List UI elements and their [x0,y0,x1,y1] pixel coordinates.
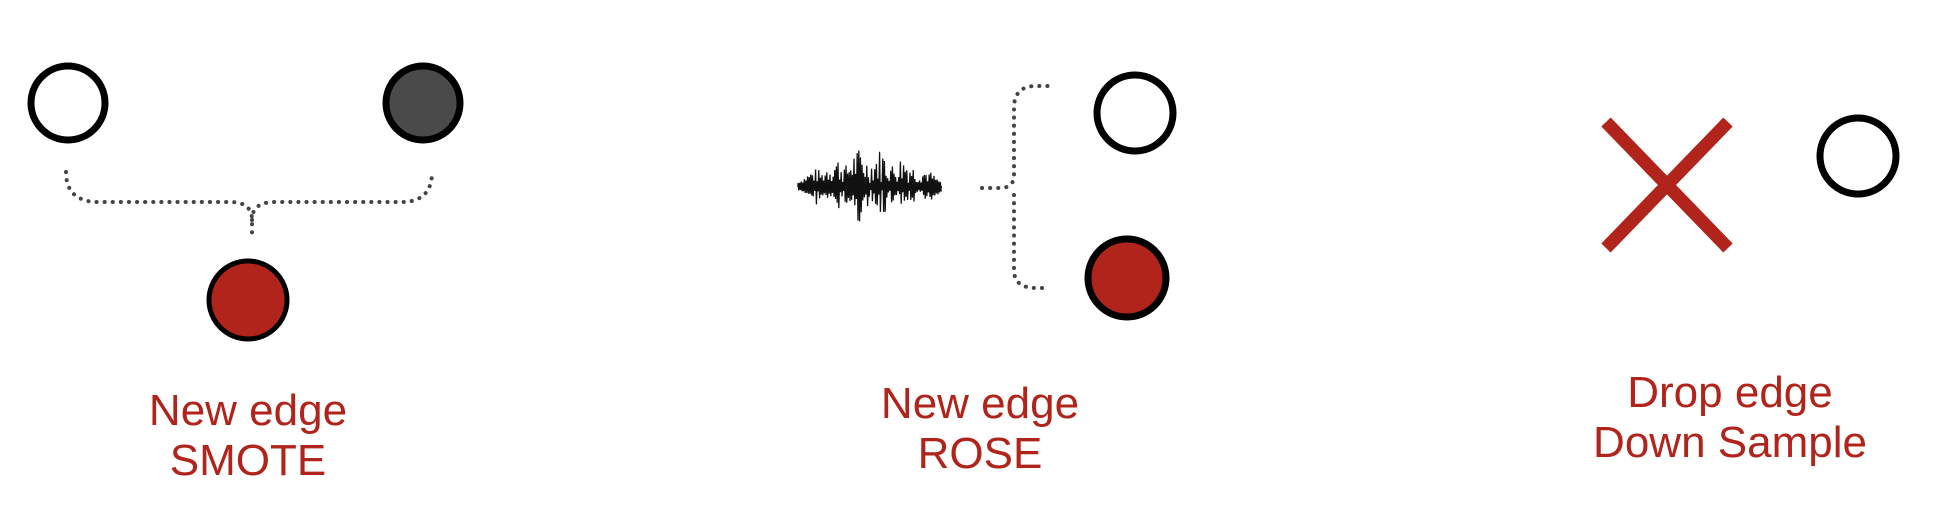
downsample-caption-line2: Down Sample [1593,418,1867,467]
rose-caption-line1: New edge [880,379,1080,428]
remaining-node-white [1816,114,1900,198]
smote-panel [27,62,464,342]
rose-node-red [1084,235,1170,321]
source-node-dark [382,62,464,144]
smote-caption-line1: New edge [148,386,348,435]
rose-caption: New edge ROSE [820,379,1140,479]
smote-connector [64,170,434,240]
rose-node-white [1093,71,1177,155]
cross-icon [1601,117,1733,253]
rose-connector [980,84,1052,290]
source-node-white [27,62,109,144]
smote-caption: New edge SMOTE [88,386,408,486]
synthetic-node-red [206,258,290,342]
noise-waveform-path [797,150,942,222]
downsample-caption-line1: Drop edge [1627,368,1833,417]
noise-waveform-icon [797,150,942,222]
rose-caption-line2: ROSE [917,429,1043,478]
smote-caption-line2: SMOTE [169,436,327,485]
rose-panel [797,71,1177,321]
downsample-panel [1601,114,1900,253]
downsample-caption: Drop edge Down Sample [1540,368,1920,468]
